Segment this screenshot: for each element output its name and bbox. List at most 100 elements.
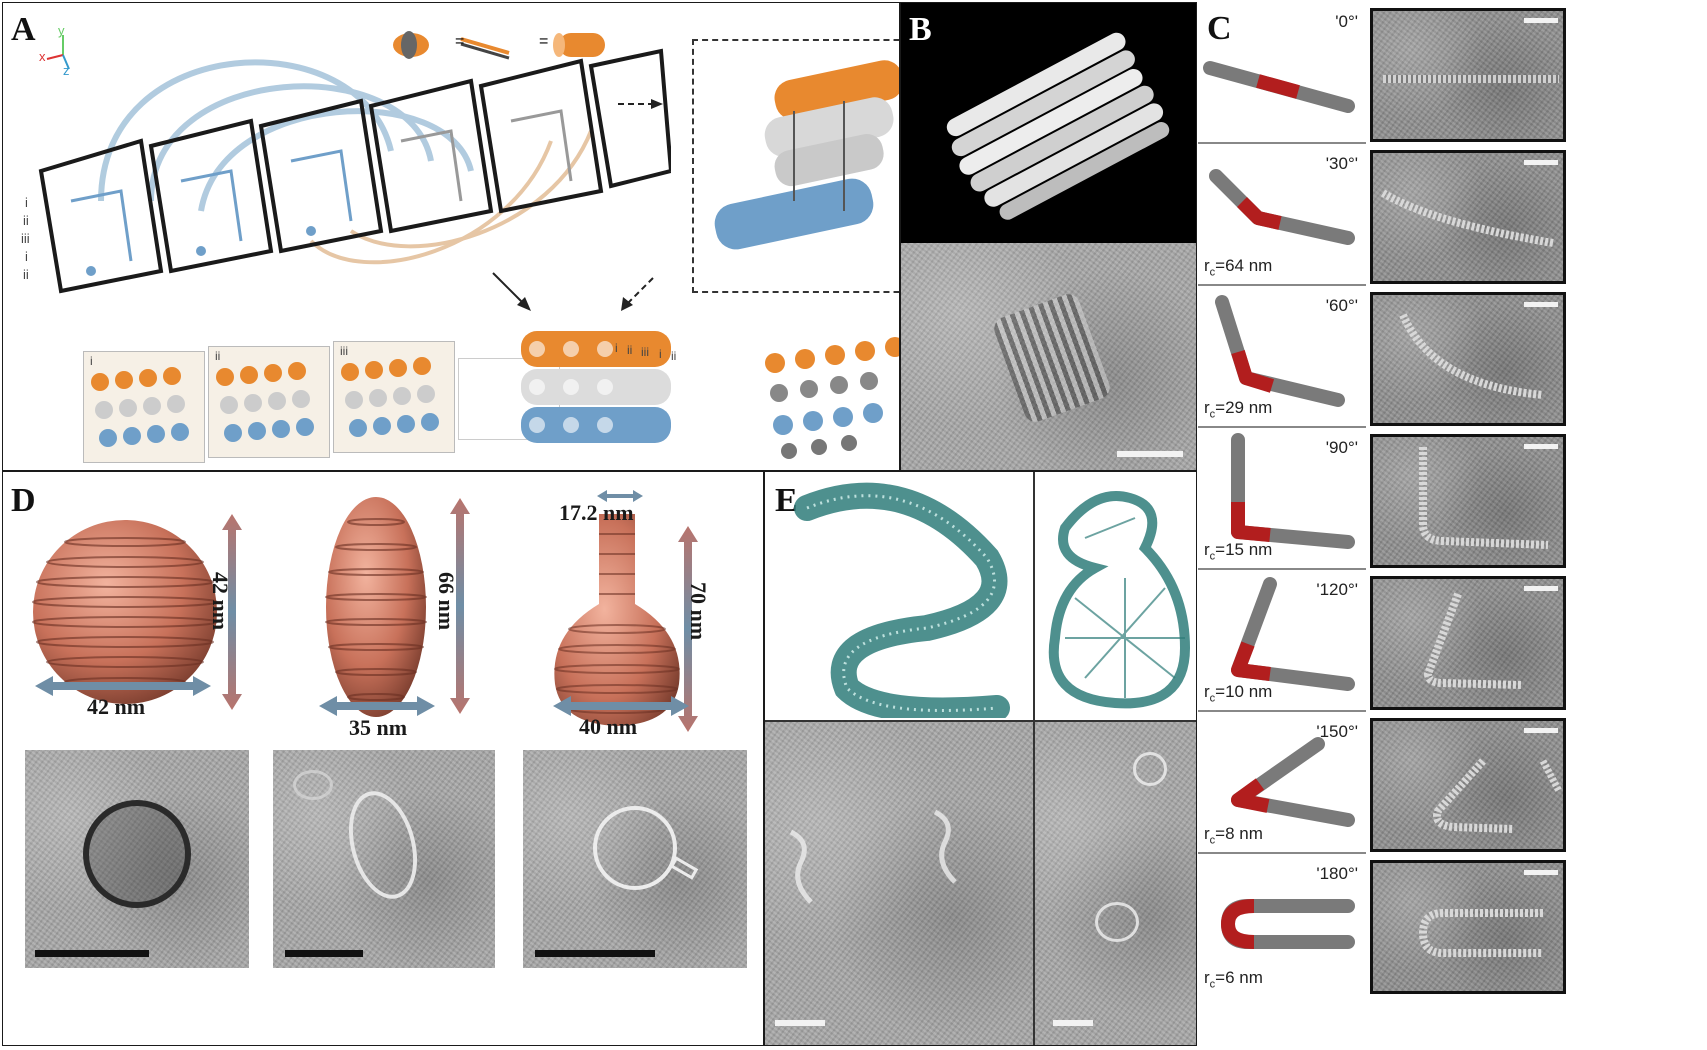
bundle-render xyxy=(901,3,1196,243)
panel-e: E xyxy=(764,471,1197,1046)
bend-0-icon xyxy=(1203,61,1355,113)
ellipsoid-scale-bar xyxy=(285,950,363,957)
sphere-micrograph xyxy=(25,750,249,968)
c-row-2-rod xyxy=(1399,313,1544,399)
e-divider-horizontal xyxy=(765,720,1196,722)
ellipsoid-width-label: 35 nm xyxy=(349,715,408,740)
assembled-bundle-icon xyxy=(521,331,671,443)
axes-icon xyxy=(46,35,70,70)
ellipsoid-height-label: 66 nm xyxy=(434,572,459,631)
bend-120-icon xyxy=(1231,577,1355,691)
panel-b-letter: B xyxy=(909,11,932,48)
ellipsoid-width-arrow-icon xyxy=(319,696,435,716)
micrograph-particle xyxy=(990,290,1114,426)
c-row-1-angle: '30°' xyxy=(1325,154,1358,173)
row-label-3: iii xyxy=(21,231,30,246)
panel-b: B xyxy=(900,2,1197,471)
scaffold-routing-diagram xyxy=(38,48,671,294)
c-row-3: '90°' rc=15 nm xyxy=(1198,432,1568,570)
bunny-micrograph xyxy=(1035,722,1196,1045)
axis-y-label: y xyxy=(58,23,65,38)
slice-iii-helix-icon xyxy=(341,357,439,437)
row-label-4: i xyxy=(25,249,28,264)
slice-ii: ii xyxy=(208,346,330,458)
stack-label-3: iii xyxy=(641,345,649,359)
c-row-6-rod xyxy=(1418,909,1543,957)
sphere-height-label: 42 nm xyxy=(208,572,233,631)
panel-b-micrograph xyxy=(901,243,1196,470)
row-label-1: i xyxy=(25,195,28,210)
c-row-2-micrograph xyxy=(1370,292,1566,426)
c-row-1-rod xyxy=(1380,189,1554,247)
bunny-wireframe-icon xyxy=(1048,491,1191,709)
c-row-4-diagram: '120°' rc=10 nm xyxy=(1198,574,1366,712)
row-label-5: ii xyxy=(23,267,29,282)
c-row-2: '60°' rc=29 nm xyxy=(1198,290,1568,428)
c-row-4-radius: rc=10 nm xyxy=(1204,681,1273,704)
slice-ii-helix-icon xyxy=(216,362,314,442)
sphere-scale-bar xyxy=(35,950,149,957)
flask-width-label: 40 nm xyxy=(579,714,638,739)
bundle-crossover-icon xyxy=(714,60,899,250)
stack-label-5: ii xyxy=(671,349,677,363)
flask-top-label: 17.2 nm xyxy=(559,500,634,525)
atomic-model-icon xyxy=(765,337,899,459)
c-row-2-angle: '60°' xyxy=(1325,296,1358,315)
zigzag-micrograph-particles xyxy=(789,809,957,904)
flask-micrograph-neck xyxy=(669,856,699,880)
c-row-5-radius: rc=8 nm xyxy=(1204,823,1263,846)
row-label-2: ii xyxy=(23,213,29,228)
c-row-5: '150°' rc=8 nm xyxy=(1198,716,1568,854)
bundle-render-icon xyxy=(946,32,1170,220)
ellipsoid-icon xyxy=(325,497,427,717)
zigzag-wireframe-icon xyxy=(794,482,1010,718)
panel-a: A y x z = = xyxy=(2,2,900,471)
slice-i-helix-icon xyxy=(91,367,189,447)
c-row-6-angle: '180°' xyxy=(1316,864,1358,883)
c-row-4-angle: '120°' xyxy=(1316,580,1358,599)
c-row-2-radius: rc=29 nm xyxy=(1204,397,1273,420)
sphere-icon xyxy=(32,520,218,704)
ellipsoid-height-arrow-icon xyxy=(450,498,470,714)
c-row-6-diagram: '180°' rc=6 nm xyxy=(1198,858,1366,996)
c-row-1-radius: rc=64 nm xyxy=(1204,255,1273,278)
flask-micrograph-particle xyxy=(593,806,677,890)
c-row-3-rod xyxy=(1419,447,1549,549)
c-row-0-rod xyxy=(1383,75,1559,83)
c-row-3-angle: '90°' xyxy=(1325,438,1358,457)
c-row-4-scale-bar xyxy=(1524,586,1558,591)
c-row-4: '120°' rc=10 nm xyxy=(1198,574,1568,712)
sphere-width-label: 42 nm xyxy=(87,694,146,719)
c-row-5-scale-bar xyxy=(1524,728,1558,733)
arrow-icons xyxy=(492,99,663,311)
bend-90-icon xyxy=(1231,433,1355,549)
panel-b-scale-bar xyxy=(1117,451,1183,457)
bend-30-icon xyxy=(1209,169,1355,245)
ellipsoid-micrograph-particle xyxy=(337,783,429,907)
flask-micrograph xyxy=(523,750,747,968)
c-row-0-angle: '0°' xyxy=(1335,12,1358,31)
c-row-5-rod xyxy=(1433,758,1563,833)
flask-height-arrow-icon xyxy=(678,526,698,732)
c-row-5-angle: '150°' xyxy=(1316,722,1358,741)
sphere-micrograph-particle xyxy=(83,800,191,908)
bend-150-icon xyxy=(1231,737,1355,827)
c-row-6-scale-bar xyxy=(1524,870,1558,875)
c-row-1-scale-bar xyxy=(1524,160,1558,165)
c-row-1: '30°' rc=64 nm xyxy=(1198,148,1568,286)
c-row-1-micrograph xyxy=(1370,150,1566,284)
c-row-3-micrograph xyxy=(1370,434,1566,568)
bunny-micrograph-particle-2 xyxy=(1095,902,1139,942)
flask-top-arrow-icon xyxy=(597,490,643,502)
bundle-detail-box xyxy=(692,39,899,293)
c-row-0-micrograph xyxy=(1370,8,1566,142)
axis-z-label: z xyxy=(63,63,70,78)
slice-ii-label: ii xyxy=(215,349,221,363)
c-row-4-rod xyxy=(1423,592,1524,689)
c-row-0-diagram: '0°' xyxy=(1198,6,1366,144)
zigzag-scale-bar xyxy=(775,1020,825,1026)
panel-e-letter: E xyxy=(775,482,798,519)
axis-x-label: x xyxy=(39,49,46,64)
c-row-3-diagram: '90°' rc=15 nm xyxy=(1198,432,1366,570)
c-row-2-scale-bar xyxy=(1524,302,1558,307)
